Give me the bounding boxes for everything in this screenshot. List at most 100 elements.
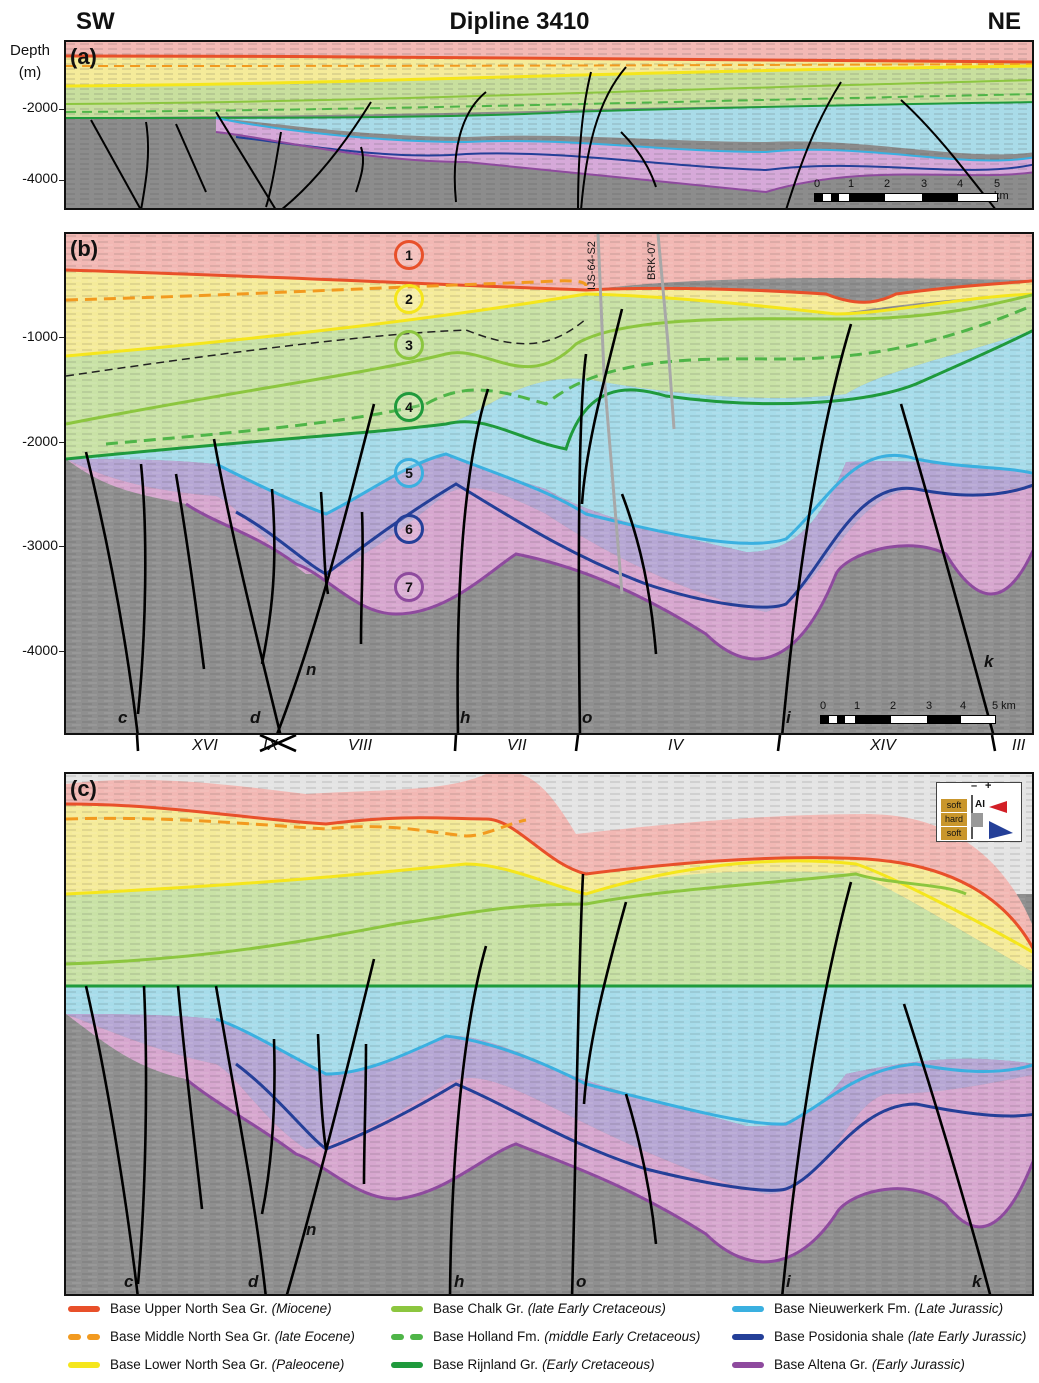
legend-swatch — [391, 1361, 423, 1368]
tick-mark — [59, 442, 65, 443]
legend-age: (Early Jurassic) — [871, 1357, 965, 1372]
horizon-marker-6: 6 — [394, 514, 424, 544]
well-label-brk-07: BRK-07 — [646, 241, 658, 280]
tick-mark — [59, 109, 65, 110]
legend-swatch — [732, 1361, 764, 1368]
legend-item: Base Rijnland Gr.(Early Cretaceous) — [391, 1357, 655, 1372]
ai-label: AI — [975, 799, 985, 810]
fault-label-h: h — [460, 708, 471, 727]
fault-label-n: n — [306, 660, 317, 679]
block-label-iii: III — [1012, 737, 1026, 754]
panel-a-tick: -4000 — [22, 170, 58, 186]
scale-tick: 0 — [814, 178, 821, 190]
block-label-viii: VIII — [348, 737, 373, 754]
ai-plus: + — [985, 780, 992, 792]
panel-c-label: (c) — [70, 776, 97, 801]
legend-name: Base Lower North Sea Gr. — [110, 1357, 268, 1372]
legend-name: Base Middle North Sea Gr. — [110, 1329, 271, 1344]
scale-tick: 4 — [957, 178, 964, 190]
horizon-marker-1: 1 — [394, 240, 424, 270]
block-label-vii: VII — [507, 737, 527, 754]
legend-item: Base Altena Gr.(Early Jurassic) — [732, 1357, 965, 1372]
legend-name: Base Holland Fm. — [433, 1329, 541, 1344]
legend-item: Base Lower North Sea Gr.(Paleocene) — [68, 1357, 344, 1372]
ai-soft-top: soft — [941, 799, 967, 812]
panel-c-flattened-section: (c) — [64, 772, 1034, 1296]
scale-tick: 1 — [854, 700, 861, 712]
panel-a-label: (a) — [70, 44, 97, 69]
panel-a-layers — [66, 42, 1032, 208]
fault-label-o: o — [582, 708, 593, 727]
acoustic-impedance-key: soft hard soft – + AI — [936, 780, 1022, 842]
legend-swatch — [68, 1333, 100, 1340]
legend-swatch — [732, 1305, 764, 1312]
scale-tick: 1 — [848, 178, 855, 190]
block-label-iv: IV — [668, 737, 684, 754]
panel-b-tick: -4000 — [22, 642, 58, 658]
legend-swatch — [391, 1333, 423, 1340]
ai-wavelet-icon — [971, 795, 1013, 839]
fault-label-c: c — [124, 1272, 134, 1291]
panel-b-scale-bar: 0 1 2 3 4 5 km — [820, 700, 1030, 733]
legend-name: Base Altena Gr. — [774, 1357, 868, 1372]
scale-tick: 3 — [926, 700, 933, 712]
tick-mark — [59, 180, 65, 181]
legend-age: (middle Early Cretaceous) — [544, 1329, 701, 1344]
legend-item: Base Upper North Sea Gr.(Miocene) — [68, 1301, 332, 1316]
fault-label-k: k — [984, 652, 994, 671]
panel-b-tick: -2000 — [22, 433, 58, 449]
legend-item: Base Middle North Sea Gr.(late Eocene) — [68, 1329, 355, 1344]
panel-b-label: (b) — [70, 236, 99, 261]
legend-item: Base Nieuwerkerk Fm.(Late Jurassic) — [732, 1301, 1003, 1316]
ai-minus: – — [971, 780, 978, 792]
fault-label-k: k — [972, 1272, 982, 1291]
depth-axis-title: Depth (m) — [10, 40, 50, 84]
horizon-marker-7: 7 — [394, 572, 424, 602]
scale-tick: 2 — [890, 700, 897, 712]
direction-sw-label: SW — [76, 8, 115, 35]
fault-label-d: d — [250, 708, 261, 727]
scale-tick: 4 — [960, 700, 967, 712]
fault-label-c: c — [118, 708, 128, 727]
scale-tick: 2 — [884, 178, 891, 190]
panel-b-seismic-section: (b) — [64, 232, 1034, 735]
legend-name: Base Rijnland Gr. — [433, 1357, 539, 1372]
legend-age: (Late Jurassic) — [914, 1301, 1004, 1316]
depth-axis-title-line1: Depth — [10, 42, 51, 59]
horizon-marker-5: 5 — [394, 458, 424, 488]
legend-age: (late Early Cretaceous) — [527, 1301, 666, 1316]
depth-axis-title-line2: (m) — [18, 64, 42, 81]
legend-name: Base Posidonia shale — [774, 1329, 904, 1344]
fault-label-n: n — [306, 1220, 317, 1239]
legend-age: (late Eocene) — [274, 1329, 355, 1344]
tick-mark — [59, 337, 65, 338]
legend-name: Base Upper North Sea Gr. — [110, 1301, 268, 1316]
direction-ne-label: NE — [987, 8, 1021, 35]
panel-b-tick: -1000 — [22, 328, 58, 344]
legend-name: Base Chalk Gr. — [433, 1301, 524, 1316]
horizon-marker-4: 4 — [394, 392, 424, 422]
horizon-marker-2: 2 — [394, 284, 424, 314]
legend-name: Base Nieuwerkerk Fm. — [774, 1301, 911, 1316]
panel-c-layers — [66, 774, 1032, 1294]
legend-item: Base Posidonia shale(late Early Jurassic… — [732, 1329, 1026, 1344]
panel-b-layers — [66, 234, 1032, 733]
tick-mark — [59, 546, 65, 547]
block-label-xvi: XVI — [192, 737, 218, 754]
panel-b-tick: -3000 — [22, 537, 58, 553]
legend-age: (Early Cretaceous) — [542, 1357, 655, 1372]
fault-label-o: o — [576, 1272, 587, 1291]
legend-item: Base Chalk Gr.(late Early Cretaceous) — [391, 1301, 666, 1316]
panel-a-seismic-section: (a) 0 1 — [64, 40, 1034, 210]
scale-end-label: 5 km — [992, 700, 1016, 712]
legend-swatch — [68, 1361, 100, 1368]
block-label-xiv: XIV — [870, 737, 896, 754]
fault-extension-strip — [135, 735, 997, 753]
panel-a-scale-bar: 0 1 2 3 4 5 km — [814, 178, 1009, 208]
legend-age: (Paleocene) — [271, 1357, 345, 1372]
tick-mark — [59, 651, 65, 652]
figure-title: Dipline 3410 — [449, 8, 590, 35]
legend-swatch — [68, 1305, 100, 1312]
fault-label-i: i — [786, 708, 791, 727]
legend-swatch — [732, 1333, 764, 1340]
